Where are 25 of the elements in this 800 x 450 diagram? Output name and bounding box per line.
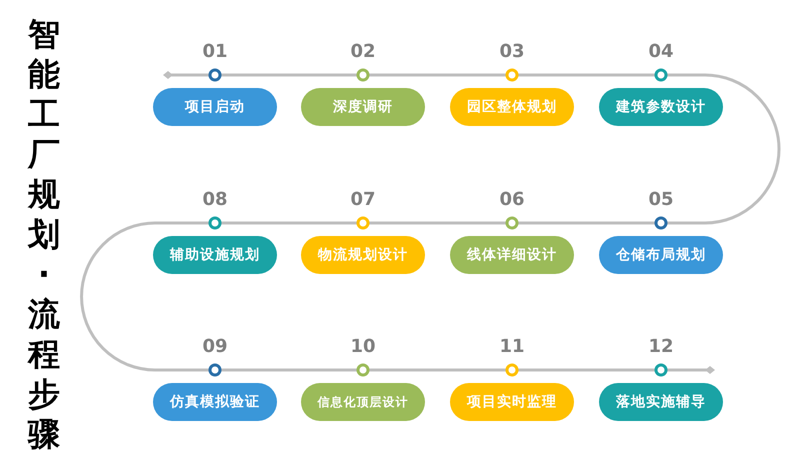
- step-number: 01: [201, 41, 229, 63]
- step-pill: 项目实时监理: [450, 383, 574, 421]
- step-number: 11: [498, 336, 526, 358]
- step-number: 04: [647, 41, 675, 63]
- step-pill: 建筑参数设计: [599, 88, 723, 126]
- step-number: 02: [349, 41, 377, 63]
- step-pill: 物流规划设计: [301, 236, 425, 274]
- step-pill: 园区整体规划: [450, 88, 574, 126]
- step-number: 03: [498, 41, 526, 63]
- step-pill: 线体详细设计: [450, 236, 574, 274]
- step-number: 12: [647, 336, 675, 358]
- step-number: 10: [349, 336, 377, 358]
- step-pill: 信息化顶层设计: [301, 383, 425, 421]
- step-number: 07: [349, 189, 377, 211]
- step-pill: 深度调研: [301, 88, 425, 126]
- step-pill: 仓储布局规划: [599, 236, 723, 274]
- step-pill: 落地实施辅导: [599, 383, 723, 421]
- step-pill: 仿真模拟验证: [153, 383, 277, 421]
- step-number: 06: [498, 189, 526, 211]
- step-pill: 辅助设施规划: [153, 236, 277, 274]
- step-pill: 项目启动: [153, 88, 277, 126]
- title: 智能工厂规划·流程步骤: [26, 14, 61, 450]
- step-number: 05: [647, 189, 675, 211]
- step-number: 08: [201, 189, 229, 211]
- step-number: 09: [201, 336, 229, 358]
